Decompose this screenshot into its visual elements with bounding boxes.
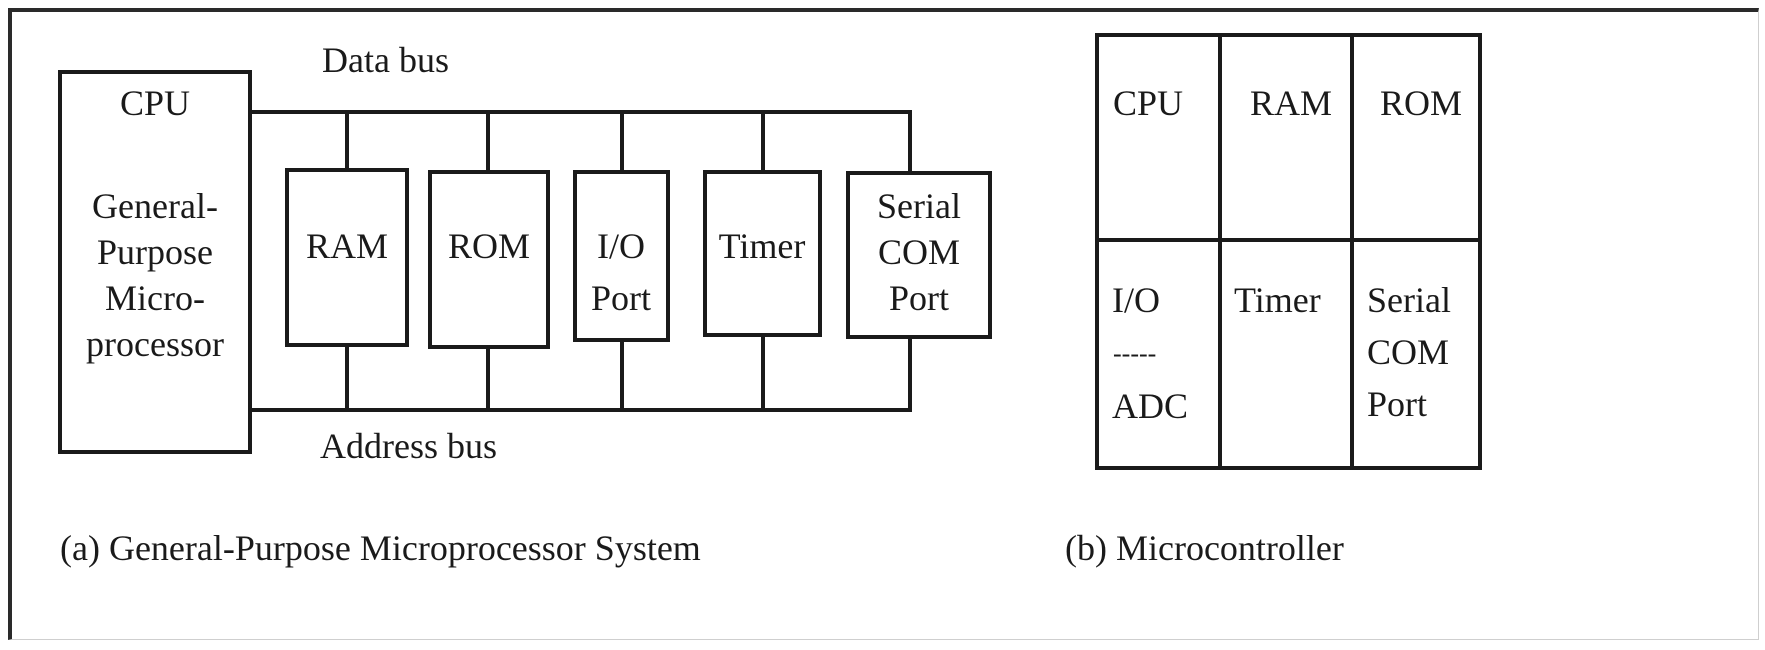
microcontroller-chip bbox=[1095, 33, 1482, 470]
cell-ram-label: RAM bbox=[1250, 83, 1332, 123]
serial-com-port-label-line-3: Port bbox=[889, 278, 949, 318]
data-bus-line bbox=[250, 110, 912, 173]
diagram-b: CPU RAM ROM I/O ----- ADC Timer Serial C… bbox=[1065, 33, 1482, 568]
diagram-a: CPU General- Purpose Micro- processor Da… bbox=[58, 40, 992, 568]
serial-com-port-label-line-1: Serial bbox=[877, 186, 961, 226]
cpu-desc-line-4: processor bbox=[86, 324, 224, 364]
cell-timer-label: Timer bbox=[1234, 280, 1321, 320]
cpu-block bbox=[58, 70, 252, 454]
cell-cpu-label: CPU bbox=[1113, 83, 1183, 123]
cell-rom-label: ROM bbox=[1380, 83, 1462, 123]
cpu-desc-line-3: Micro- bbox=[105, 278, 205, 318]
rom-label: ROM bbox=[448, 226, 530, 266]
timer-block bbox=[703, 170, 822, 337]
serial-com-port-block bbox=[846, 171, 992, 339]
cpu-desc-line-2: Purpose bbox=[97, 232, 213, 272]
io-port-label-line-1: I/O bbox=[597, 226, 645, 266]
data-bus-label: Data bus bbox=[322, 40, 449, 80]
rom-block bbox=[428, 170, 550, 349]
cell-adc-label: ADC bbox=[1112, 386, 1188, 426]
cell-serial-label-line-3: Port bbox=[1367, 384, 1427, 424]
cpu-title: CPU bbox=[120, 83, 190, 123]
timer-label: Timer bbox=[719, 226, 806, 266]
serial-com-port-label-line-2: COM bbox=[878, 232, 960, 272]
cell-serial-label-line-2: COM bbox=[1367, 332, 1449, 372]
figure-frame bbox=[8, 8, 1759, 640]
cell-io-separator: ----- bbox=[1113, 339, 1156, 368]
io-port-label-line-2: Port bbox=[591, 278, 651, 318]
address-bus-line bbox=[250, 337, 912, 412]
cell-io-label: I/O bbox=[1112, 280, 1160, 320]
cpu-desc-line-1: General- bbox=[92, 186, 218, 226]
ram-label: RAM bbox=[306, 226, 388, 266]
caption-a: (a) General-Purpose Microprocessor Syste… bbox=[60, 528, 701, 568]
address-bus-label: Address bus bbox=[320, 426, 497, 466]
io-port-block bbox=[573, 170, 670, 342]
caption-b: (b) Microcontroller bbox=[1065, 528, 1344, 568]
ram-block bbox=[285, 168, 409, 347]
cell-serial-label-line-1: Serial bbox=[1367, 280, 1451, 320]
